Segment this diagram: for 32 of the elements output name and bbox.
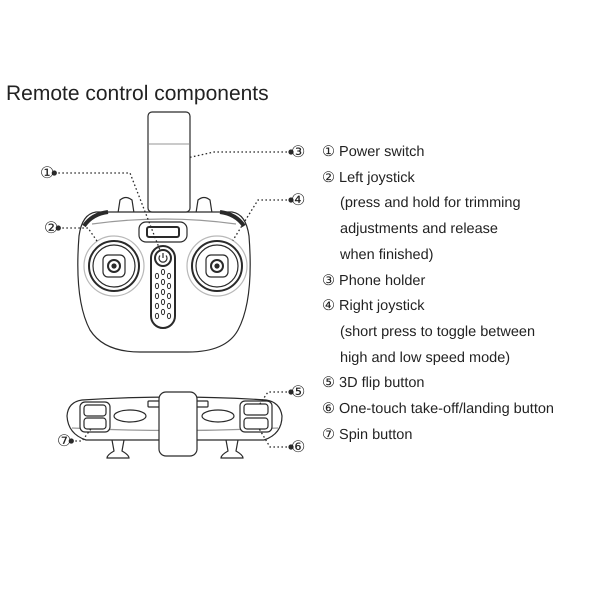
callout-number: ⑥ — [291, 438, 306, 456]
joystick — [83, 235, 145, 297]
diagram-title: Remote control components — [6, 82, 269, 106]
part-list-item: ⑦ Spin button — [322, 426, 412, 445]
part-list-item: ④ Right joystick — [322, 297, 424, 316]
callout-number: ② — [44, 219, 58, 237]
side-button — [83, 404, 107, 417]
part-list-item: ⑥ One-touch take-off/landing button — [322, 400, 554, 420]
phone-holder — [147, 111, 191, 213]
leader-line — [190, 149, 294, 158]
part-description: (press and hold for trimming adjustments and release when finished) — [340, 194, 522, 265]
side-button — [243, 417, 269, 430]
leader-line — [232, 197, 294, 241]
part-list-item: ⑤ 3D flip button — [322, 374, 424, 394]
callout-number: ③ — [291, 143, 306, 161]
part-description: (short press to toggle between high and low speed mode) — [340, 322, 536, 368]
joystick — [186, 235, 248, 297]
leader-line — [56, 225, 98, 242]
part-list-item: ③ Phone holder — [322, 272, 426, 291]
side-button — [83, 417, 107, 430]
part-list-item: ② Left joystick — [322, 168, 415, 188]
callout-number: ① — [40, 164, 54, 182]
callout-number: ④ — [291, 191, 306, 209]
power-button — [154, 249, 172, 267]
side-button — [243, 403, 269, 416]
leader-line — [258, 428, 294, 450]
callout-number: ⑦ — [57, 432, 72, 450]
leader-line — [68, 428, 92, 444]
callout-number: ⑤ — [291, 383, 306, 401]
leader-line — [52, 170, 161, 251]
leader-line — [259, 389, 294, 404]
part-list-item: ① Power switch — [322, 143, 424, 162]
